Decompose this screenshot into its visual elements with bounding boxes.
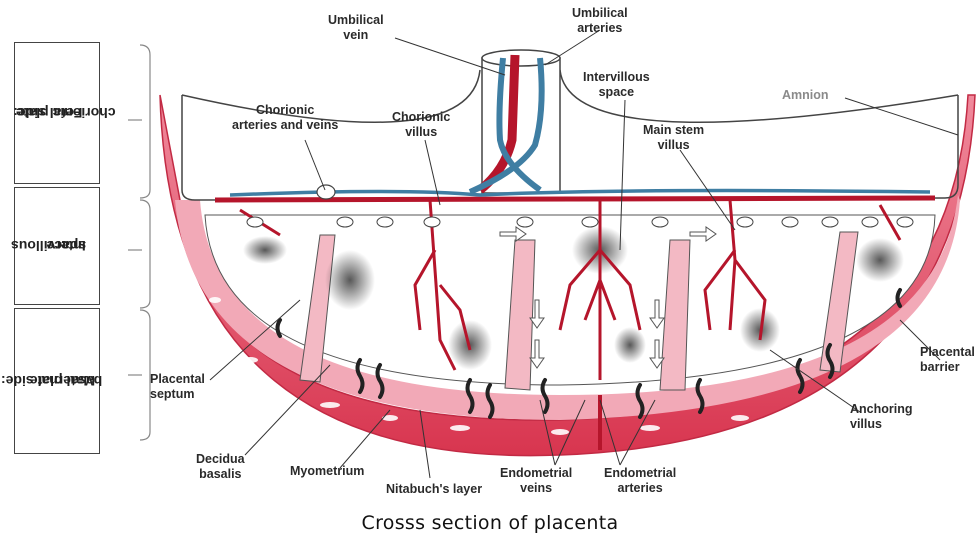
maternal-side-box: Maternal side:basal plate (14, 308, 100, 454)
label-amnion: Amnion (782, 88, 829, 103)
side-brackets (128, 45, 150, 440)
fetal-side-line2: chorionic plate (16, 104, 116, 122)
intervillous-side-line2: space (29, 237, 104, 255)
diagram-caption: Crosss section of placenta (0, 512, 980, 534)
label-nitabuchs-layer: Nitabuch's layer (386, 482, 482, 497)
fetal-side-box: Fetal side:chorionic plate (14, 42, 100, 184)
maternal-side-line2: basal plate (19, 372, 113, 390)
label-myometrium: Myometrium (290, 464, 364, 479)
